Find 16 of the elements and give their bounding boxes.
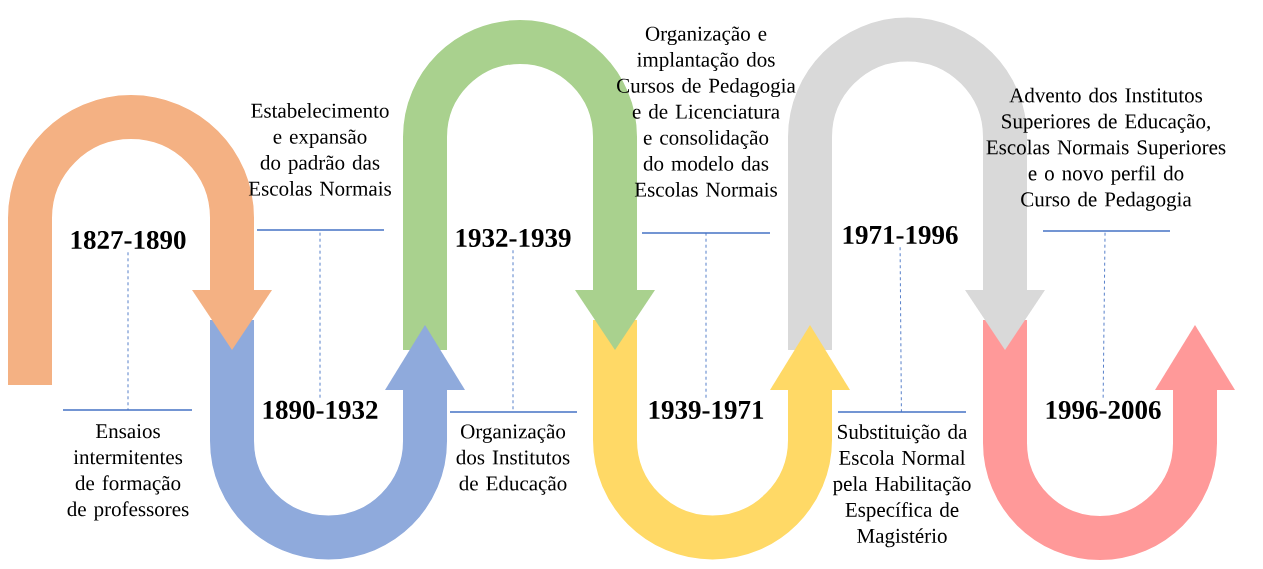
period-label: 1890-1932 [263, 400, 378, 420]
period-label: 1971-1996 [843, 225, 958, 245]
description-text: Substituição da Escola Normal pela Habilitação Específica de Magistério [832, 411, 971, 548]
period-label: 1932-1939 [456, 228, 571, 248]
description-text: Estabelecimento e expansão do padrão das Escolas Normais [248, 103, 391, 231]
leader-line [705, 232, 707, 399]
description-text: Ensaios intermitentes de formação de professores [62, 409, 193, 521]
period-label: 1827-1890 [71, 230, 186, 250]
description-text: Organização dos Institutos de Educação [449, 411, 578, 495]
leader-line [1102, 230, 1106, 399]
period-label: 1939-1971 [649, 400, 764, 420]
leader-line [899, 246, 902, 413]
description-text: Organização e implantação dos Cursos de Pedagogia e de Licenciatura e consolidação do modelo das Escolas Normais [617, 26, 796, 234]
description-text: Advento dos Institutos Superiores de Educação, Escolas Normais Superiores e o novo perfil do Curso de Pedagogia [986, 87, 1226, 232]
leader-line [127, 251, 129, 411]
period-label: 1996-2006 [1046, 400, 1161, 420]
